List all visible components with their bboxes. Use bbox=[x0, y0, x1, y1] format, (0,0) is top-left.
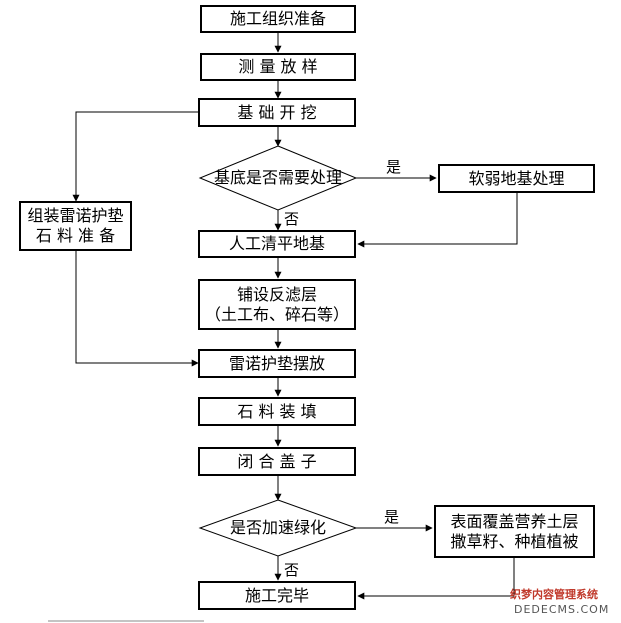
step-filter-layer: 铺设反滤层 （土工布、碎石等） bbox=[198, 279, 356, 330]
step-finish: 施工完毕 bbox=[198, 581, 356, 610]
step-excavate: 基 础 开 挖 bbox=[198, 98, 356, 127]
step-fill-stone: 石 料 装 填 bbox=[198, 397, 356, 426]
edge-label-no-1: 否 bbox=[284, 210, 300, 228]
watermark-domain: DEDECMS.COM bbox=[514, 603, 610, 616]
step-soft-base: 软弱地基处理 bbox=[438, 164, 595, 193]
step-close-lid: 闭 合 盖 子 bbox=[198, 447, 356, 476]
step-survey: 测 量 放 样 bbox=[200, 53, 356, 81]
decision-base-label: 基底是否需要处理 bbox=[213, 168, 342, 187]
edge-label-yes-2: 是 bbox=[384, 508, 400, 526]
step-place-mat: 雷诺护垫摆放 bbox=[198, 349, 356, 378]
line-excavate-to-left bbox=[72, 111, 198, 202]
edge-label-no-2: 否 bbox=[284, 561, 300, 579]
watermark-text: 织梦内容管理系统 bbox=[510, 588, 598, 601]
edge-label-yes-1: 是 bbox=[386, 158, 402, 176]
step-assemble: 组装雷诺护垫 石 料 准 备 bbox=[19, 201, 132, 251]
arrow-soft-to-clean bbox=[357, 193, 518, 248]
decision-diamond-green bbox=[198, 499, 358, 557]
step-topsoil: 表面覆盖营养土层 撒草籽、种植植被 bbox=[434, 505, 595, 558]
arrow-assemble-to-place bbox=[75, 251, 199, 367]
step-organize: 施工组织准备 bbox=[200, 5, 356, 33]
step-clean-base: 人工清平地基 bbox=[198, 230, 356, 258]
arrow-topsoil-to-finish bbox=[357, 558, 515, 600]
decision-green-label: 是否加速绿化 bbox=[229, 518, 326, 537]
decision-diamond-base bbox=[198, 145, 358, 211]
